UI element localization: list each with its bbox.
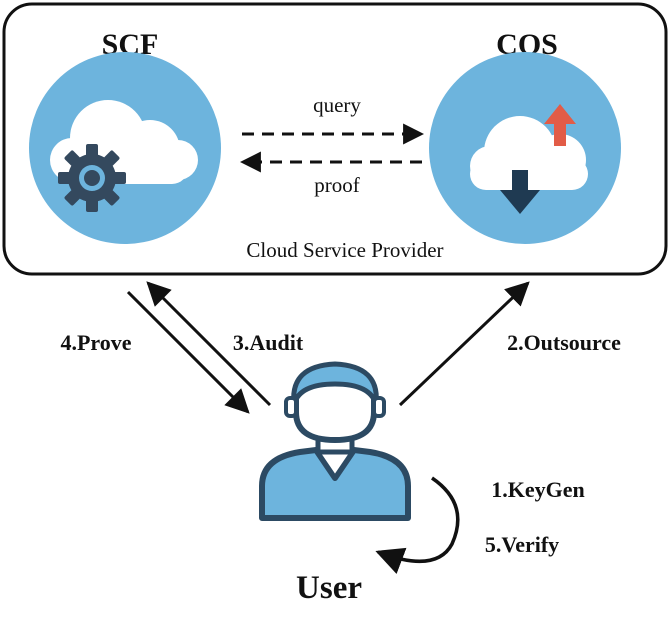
cloud-service-provider-label: Cloud Service Provider	[246, 238, 443, 262]
proof-label: proof	[314, 173, 360, 197]
prove-arrow	[126, 290, 250, 414]
step-outsource-label: 2.Outsource	[507, 330, 621, 355]
step-verify-label: 5.Verify	[485, 532, 559, 557]
audit-arrow	[146, 281, 272, 407]
cloud-upload-download-icon	[429, 52, 621, 244]
user-label: User	[296, 570, 362, 606]
cloud-service-provider-box	[2, 2, 668, 276]
step-audit-label: 3.Audit	[233, 330, 304, 355]
step-prove-label: 4.Prove	[60, 330, 131, 355]
query-label: query	[313, 93, 361, 117]
outsource-arrow	[398, 281, 530, 407]
step-keygen-label: 1.KeyGen	[491, 477, 585, 502]
keygen-verify-arrow	[375, 476, 460, 575]
user-avatar-icon	[259, 361, 411, 521]
cloud-gear-icon	[29, 52, 221, 244]
